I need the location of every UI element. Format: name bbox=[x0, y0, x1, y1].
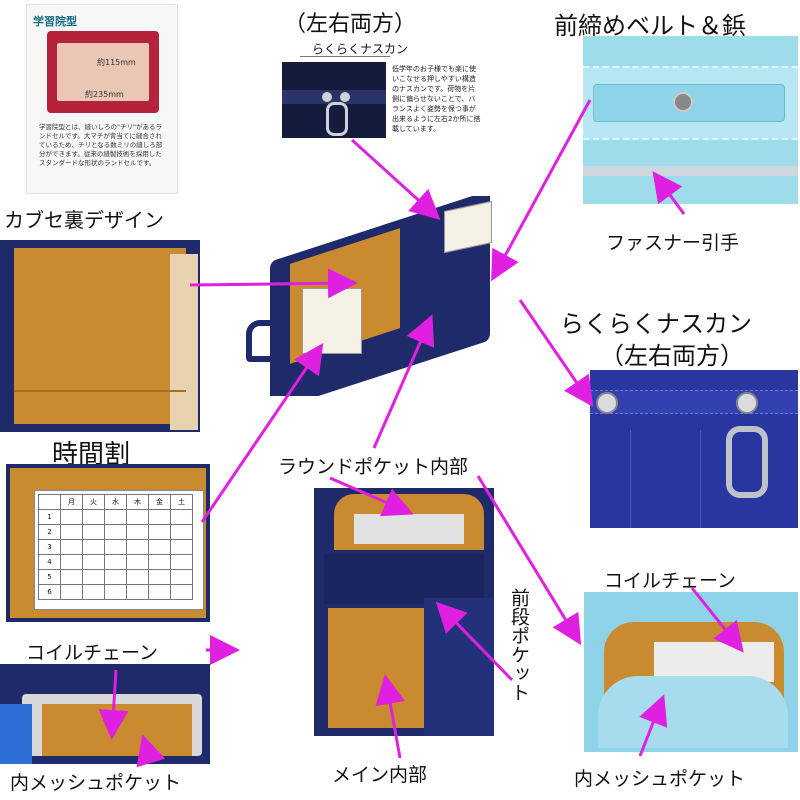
nas-top-description: 低学年のお子様でも楽に使いこなせる押しやすい構造のナスカンです。荷物を片側に偏ら… bbox=[392, 65, 481, 133]
timetable-row: 2 bbox=[38, 524, 193, 540]
kabuse-back-photo bbox=[0, 240, 200, 432]
school-type-description: 学習院型とは、縫いしろの"チリ"があるランドセルです。大マチが背当てに縫合されて… bbox=[39, 123, 163, 167]
timetable-header-row: 月火水木金土 bbox=[38, 494, 193, 510]
nas-top-heading: （左右両方） bbox=[284, 12, 417, 37]
nas-top-caption: らくらくナスカン bbox=[312, 42, 409, 56]
front-belt-photo bbox=[583, 36, 798, 204]
callout-arrow bbox=[136, 734, 166, 768]
front-pocket-label: 前段ポケット bbox=[508, 588, 530, 702]
nas-right-line2: （左右両方） bbox=[600, 342, 744, 370]
callout-arrow bbox=[652, 171, 686, 215]
hook-icon bbox=[726, 426, 768, 498]
callout-arrow bbox=[375, 674, 406, 759]
mesh-left-label: 内メッシュポケット bbox=[10, 772, 182, 794]
nasukan-right-photo bbox=[590, 370, 798, 528]
timetable-row: 6 bbox=[38, 584, 193, 600]
callout-arrow bbox=[98, 669, 129, 740]
belt-heading: 前締めベルト＆鋲 bbox=[554, 12, 746, 40]
timetable-row: 1 bbox=[38, 509, 193, 525]
callout-arrow bbox=[200, 343, 324, 523]
timetable-row: 4 bbox=[38, 554, 193, 570]
red-bag-photo bbox=[47, 31, 159, 113]
nasukan-thumbnail-photo bbox=[282, 62, 386, 138]
round-pocket-label: ラウンドポケット内部 bbox=[278, 456, 469, 478]
school-type-tag: 学習院型 bbox=[33, 15, 77, 28]
empty-cell bbox=[170, 584, 193, 600]
school-type-panel: 学習院型 約115mm 約235mm 学習院型とは、縫いしろの"チリ"があるラン… bbox=[26, 4, 178, 194]
dimension-235: 約235mm bbox=[85, 90, 124, 99]
nas-right-line1: らくらくナスカン bbox=[560, 310, 752, 338]
callout-arrow bbox=[690, 587, 744, 653]
kabuse-heading: カブセ裏デザイン bbox=[4, 208, 164, 232]
center-bag-photo bbox=[210, 196, 530, 396]
callout-arrow bbox=[350, 138, 441, 221]
callout-arrow bbox=[638, 694, 668, 757]
callout-arrow bbox=[491, 99, 592, 282]
callout-arrow bbox=[435, 601, 514, 682]
callout-arrow bbox=[372, 314, 435, 449]
coil-left-label: コイルチェーン bbox=[26, 642, 159, 664]
caption-underline bbox=[300, 56, 390, 57]
rivet-icon bbox=[673, 92, 693, 112]
main-inside-label: メイン内部 bbox=[332, 764, 428, 786]
mesh-right-label: 内メッシュポケット bbox=[574, 768, 746, 790]
zipper-pull-label: ファスナー引手 bbox=[606, 232, 740, 254]
callout-arrow bbox=[476, 475, 582, 646]
timetable-row: 3 bbox=[38, 539, 193, 555]
dimension-115: 約115mm bbox=[97, 58, 136, 67]
coil-right-label: コイルチェーン bbox=[604, 570, 737, 592]
coil-right-photo bbox=[584, 592, 798, 752]
callout-arrow bbox=[518, 299, 594, 407]
handle-icon bbox=[246, 320, 288, 362]
callout-arrow bbox=[189, 268, 358, 299]
callout-arrow bbox=[329, 476, 414, 517]
